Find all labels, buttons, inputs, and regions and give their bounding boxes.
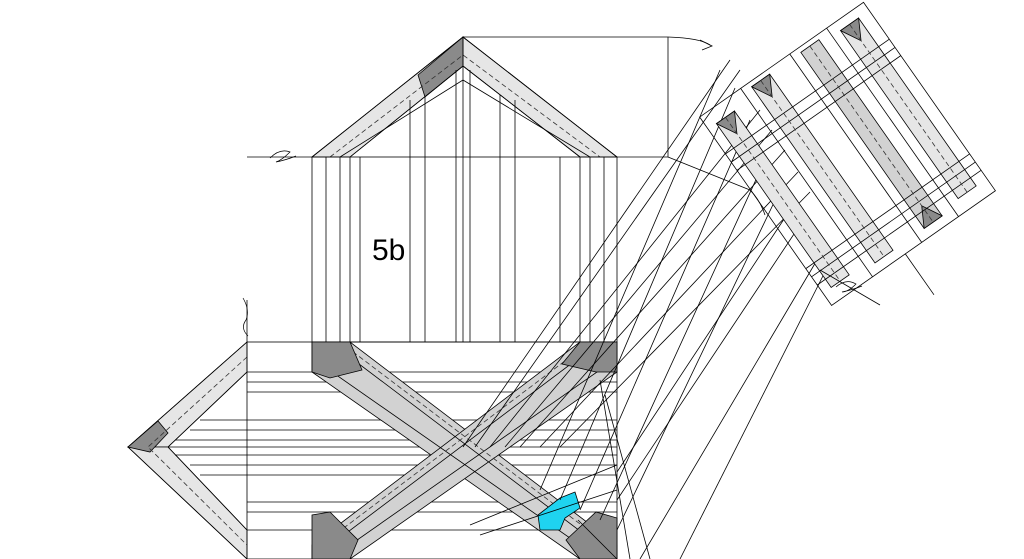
crossing-beams: [311, 341, 618, 559]
dimension-tick-icon: [269, 150, 297, 163]
upper-prism: [247, 36, 711, 343]
highlight-face: [537, 491, 581, 531]
dimension-tick-top: [269, 150, 297, 163]
projection-lines: [462, 59, 831, 559]
rotated-block: [699, 1, 996, 307]
arrow-top: [699, 39, 713, 51]
dimension-tick-left: [242, 297, 249, 337]
arrow-icon: [699, 39, 713, 51]
cap-bottom-right: [565, 511, 618, 559]
dimension-tick-icon: [835, 281, 863, 293]
dimension-tick-icon: [242, 297, 249, 337]
left-prism: [126, 300, 618, 559]
figure-label: 5b: [372, 234, 405, 267]
cap-top-left: [311, 341, 363, 379]
rotated-cap-1: [715, 110, 738, 135]
cap-top-right: [561, 341, 618, 373]
dimension-tick-right: [819, 269, 881, 306]
cap-bottom-left: [311, 511, 359, 559]
rotated-cap-3: [921, 205, 943, 230]
